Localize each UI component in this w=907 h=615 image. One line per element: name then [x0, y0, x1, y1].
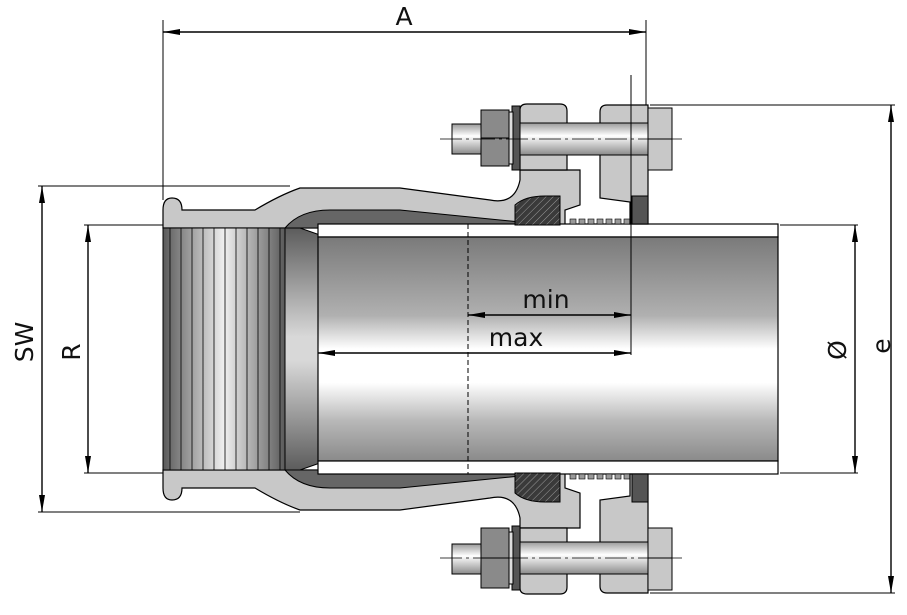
dim-label-min: min — [522, 285, 569, 314]
gripper-tooth — [569, 473, 577, 480]
seal-ring-lower — [514, 472, 561, 503]
arrow-icon — [888, 576, 894, 593]
gripper-tooth — [623, 473, 631, 480]
arrow-icon — [85, 456, 91, 473]
arrow-icon — [163, 29, 180, 35]
flange-ring-lower-inner — [631, 473, 649, 503]
gripper-teeth-upper — [569, 218, 631, 225]
arrow-icon — [852, 225, 858, 242]
pipe-bore — [317, 236, 779, 462]
arrow-icon — [318, 350, 335, 356]
arrow-icon — [39, 186, 45, 203]
dim-label-e: e — [867, 338, 896, 353]
flange-ring-upper-inner — [631, 195, 649, 225]
gripper-tooth — [578, 473, 586, 480]
gripper-teeth-lower — [569, 473, 631, 480]
arrow-icon — [888, 105, 894, 122]
dim-label-A: A — [395, 2, 412, 31]
arrow-icon — [614, 350, 631, 356]
arrow-icon — [85, 225, 91, 242]
gripper-tooth — [596, 218, 604, 225]
gripper-tooth — [569, 218, 577, 225]
thread-lines — [169, 228, 281, 470]
body-casting-lower — [162, 469, 581, 529]
gripper-tooth — [623, 218, 631, 225]
bolt-thread-end — [451, 543, 483, 575]
body-casting-upper — [162, 169, 581, 229]
socket-face — [284, 227, 321, 471]
gripper-tooth — [596, 473, 604, 480]
arrow-icon — [468, 312, 485, 318]
arrow-icon — [852, 456, 858, 473]
arrow-icon — [629, 29, 646, 35]
dim-label-diameter: Ø — [823, 340, 852, 360]
seal-ring-upper — [514, 195, 561, 226]
dim-label-SW: SW — [10, 322, 39, 363]
bolt-head — [647, 527, 673, 591]
gripper-tooth — [605, 473, 613, 480]
bolt-assembly-lower — [451, 525, 673, 591]
arrow-icon — [39, 495, 45, 512]
arrow-icon — [614, 312, 631, 318]
washer — [508, 111, 514, 165]
pipe-wall-upper — [317, 223, 779, 238]
threaded-socket — [162, 227, 286, 471]
dim-label-max: max — [489, 323, 543, 352]
gripper-tooth — [614, 473, 622, 480]
gripper-tooth — [614, 218, 622, 225]
gripper-tooth — [578, 218, 586, 225]
gripper-tooth — [605, 218, 613, 225]
gripper-tooth — [587, 218, 595, 225]
pipe-wall-lower — [317, 460, 779, 475]
dim-label-R: R — [57, 343, 86, 360]
gripper-tooth — [587, 473, 595, 480]
